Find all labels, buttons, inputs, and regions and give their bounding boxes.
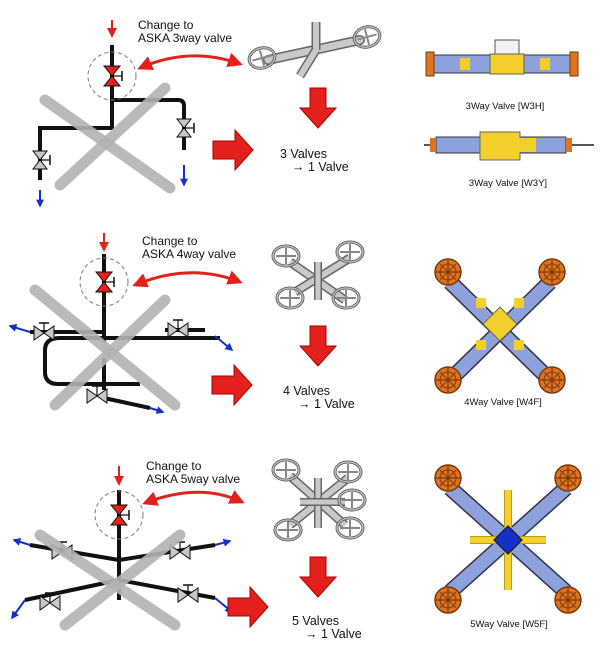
row1-caption-w3h: 3Way Valve [W3H]	[465, 101, 545, 112]
row2-note-line2: ASKA 4way valve	[142, 247, 237, 261]
row2-swap-arrow	[132, 270, 243, 288]
row2-old-piping	[8, 233, 234, 414]
row2-count-line1: 4 Valves	[283, 384, 331, 398]
row3-right-arrow	[227, 586, 269, 628]
row1-note-line1: Change to	[138, 18, 194, 32]
row3-note-line1: Change to	[146, 459, 202, 473]
row3-swap-arrow	[142, 490, 245, 506]
row1-swap-arrow	[137, 52, 243, 71]
row2-right-arrow	[211, 364, 253, 406]
row2-valve-3d	[271, 240, 365, 310]
row1-old-piping	[32, 20, 195, 208]
row2-down-arrow	[299, 325, 337, 367]
row1-note-line2: ASKA 3way valve	[138, 31, 233, 45]
row3-note-line2: ASKA 5way valve	[146, 472, 241, 486]
row3-valve-3d	[271, 458, 367, 542]
row1-product-w3h	[425, 39, 579, 77]
row1-count-line1: 3 Valves	[280, 147, 328, 161]
row1-right-arrow	[212, 129, 254, 171]
row1-product-w3y	[424, 131, 594, 161]
row3-old-piping	[11, 466, 234, 631]
row3-count-line1: 5 Valves	[292, 614, 340, 628]
row2-count-line2: → 1 Valve	[298, 397, 355, 411]
row3-count-line2: → 1 Valve	[305, 627, 362, 641]
row3-product-w5f	[434, 464, 582, 614]
row3-down-arrow	[299, 556, 337, 598]
row1-count-line2: → 1 Valve	[292, 160, 349, 174]
row2-product-w4f	[434, 258, 566, 394]
row2-note-line1: Change to	[142, 234, 198, 248]
row1-caption-w3y: 3Way Valve [W3Y]	[468, 178, 548, 189]
row1-down-arrow	[299, 87, 337, 129]
row2-caption-w4f: 4Way Valve [W4F]	[464, 397, 542, 408]
row1-valve-3d	[245, 22, 384, 79]
row3-caption-w5f: 5Way Valve [W5F]	[470, 619, 548, 630]
